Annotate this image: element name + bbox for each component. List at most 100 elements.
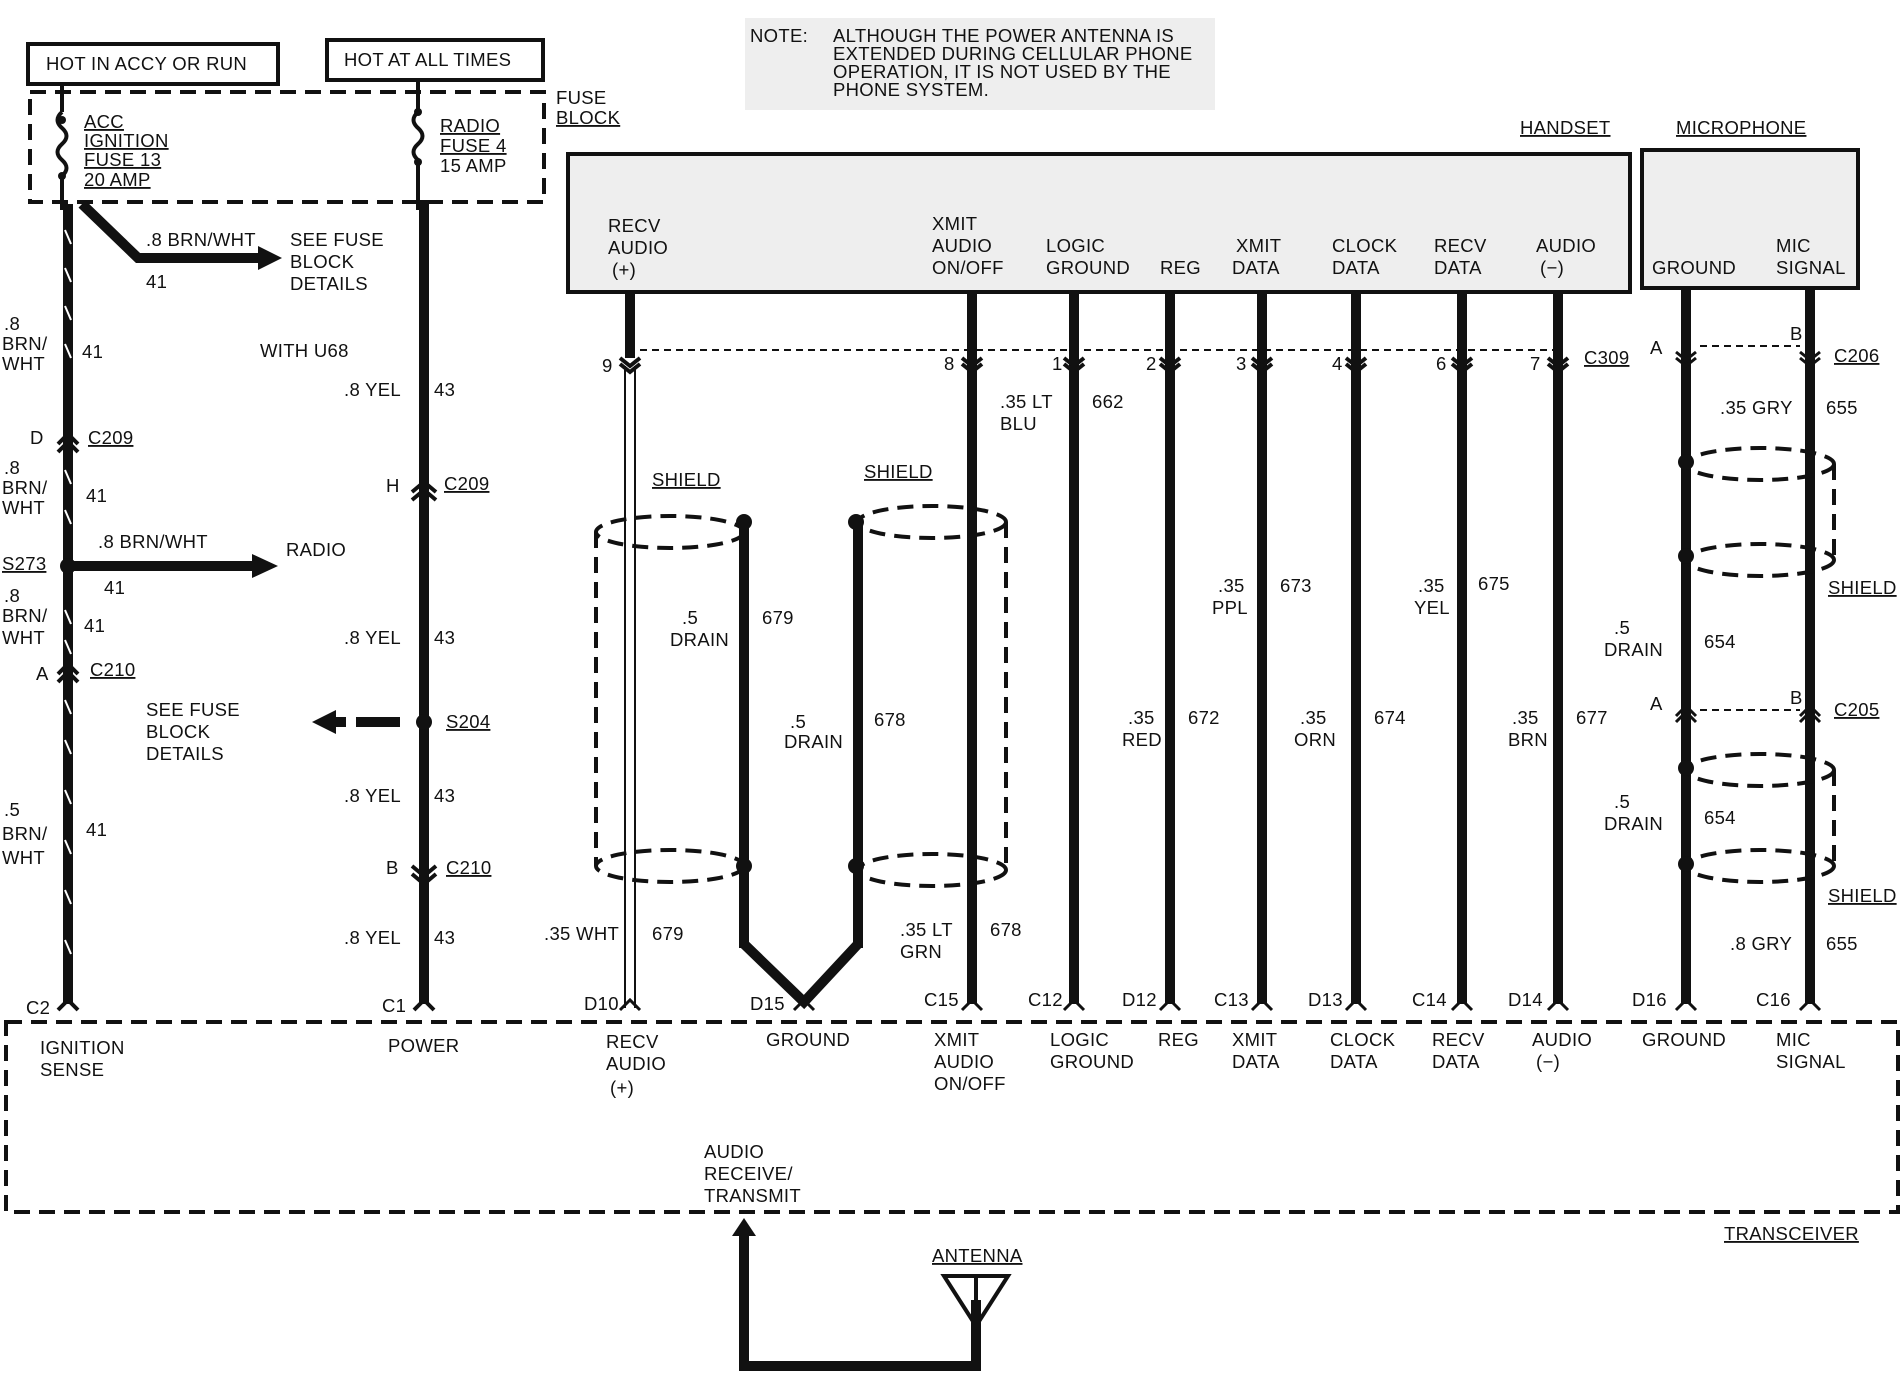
c309-pin-6: 6 bbox=[1436, 353, 1447, 374]
brn-wht-stripes bbox=[64, 229, 72, 955]
c209-ign-connector-icon bbox=[56, 431, 80, 454]
note-line-3: OPERATION, IT IS NOT USED BY THE bbox=[833, 61, 1171, 82]
conn-c16: C16 bbox=[1756, 989, 1791, 1010]
mic-drain-dot-1 bbox=[1678, 454, 1694, 470]
ign-ckt3: 41 bbox=[84, 615, 105, 636]
tr-rdata-a: RECV bbox=[1432, 1029, 1485, 1050]
tr-mgnd: GROUND bbox=[1642, 1029, 1726, 1050]
hs-pin1-a: RECV bbox=[608, 215, 661, 236]
tr-audio-a: AUDIO bbox=[1532, 1029, 1592, 1050]
see-fuse-2: BLOCK bbox=[290, 251, 355, 272]
ign-c209-pin: D bbox=[30, 427, 44, 448]
ign-c210-pin: A bbox=[36, 663, 49, 684]
s204-label: S204 bbox=[446, 711, 490, 732]
transceiver-title: TRANSCEIVER bbox=[1724, 1223, 1859, 1244]
shield-label-left: SHIELD bbox=[652, 469, 721, 490]
ign-ckt2: 41 bbox=[86, 485, 107, 506]
conn-d12: D12 bbox=[1122, 989, 1157, 1010]
antenna-wire bbox=[739, 1232, 981, 1371]
c205-pin-b: B bbox=[1790, 687, 1803, 708]
c2-pin-icon bbox=[56, 997, 80, 1012]
c309-label: C309 bbox=[1584, 347, 1629, 368]
c205-pin-a: A bbox=[1650, 693, 1663, 714]
fuse4-label-3: 15 AMP bbox=[440, 155, 507, 176]
hs-pin7-a: RECV bbox=[1434, 235, 1487, 256]
c309-pin-2: 2 bbox=[1146, 353, 1157, 374]
pwr-c209-pin: H bbox=[386, 475, 400, 496]
antenna-label: ANTENNA bbox=[932, 1245, 1023, 1266]
note-line-2: EXTENDED DURING CELLULAR PHONE bbox=[833, 43, 1193, 64]
tr-xmit-a: XMIT bbox=[934, 1029, 979, 1050]
tr-xmit-b: AUDIO bbox=[934, 1051, 994, 1072]
shield-label-right: SHIELD bbox=[864, 461, 933, 482]
tr-xmit-c: ON/OFF bbox=[934, 1073, 1006, 1094]
ignition-sense-1: IGNITION bbox=[40, 1037, 125, 1058]
mic-shield-label-1: SHIELD bbox=[1828, 577, 1897, 598]
ckt-674: 674 bbox=[1374, 707, 1406, 728]
ckt-673: 673 bbox=[1280, 575, 1312, 596]
orn-a: .35 bbox=[1300, 707, 1327, 728]
c309-pin-3: 3 bbox=[1236, 353, 1247, 374]
mic-ckt-655b: 655 bbox=[1826, 933, 1858, 954]
c1-label: C1 bbox=[382, 995, 406, 1016]
fuse13-label-1: ACC bbox=[84, 111, 124, 132]
hs-pin8-b: (−) bbox=[1540, 257, 1564, 278]
conn-c14: C14 bbox=[1412, 989, 1447, 1010]
branch-wire-label: .8 BRN/WHT bbox=[146, 229, 256, 250]
ckt-677: 677 bbox=[1576, 707, 1608, 728]
ckt-672: 672 bbox=[1188, 707, 1220, 728]
pwr-wire2: .8 YEL bbox=[344, 627, 401, 648]
radio-label: RADIO bbox=[286, 539, 346, 560]
conn-c15: C15 bbox=[924, 989, 959, 1010]
red-b: RED bbox=[1122, 729, 1162, 750]
c309-pin-1: 1 bbox=[1052, 353, 1063, 374]
hs-pin6-a: CLOCK bbox=[1332, 235, 1398, 256]
tr-xdata-a: XMIT bbox=[1232, 1029, 1277, 1050]
fuse4-label-2: FUSE 4 bbox=[440, 135, 507, 156]
mic-pin2-a: MIC bbox=[1776, 235, 1811, 256]
pwr-ckt1: 43 bbox=[434, 379, 455, 400]
yel-a: .35 bbox=[1418, 575, 1445, 596]
mic-ckt-654-1: 654 bbox=[1704, 631, 1736, 652]
mic-ckt-654-2: 654 bbox=[1704, 807, 1736, 828]
drain679-b: DRAIN bbox=[670, 629, 729, 650]
microphone-title: MICROPHONE bbox=[1676, 117, 1806, 138]
c206-pin-a: A bbox=[1650, 337, 1663, 358]
c206-pin-b: B bbox=[1790, 323, 1803, 344]
ltblu-a: .35 LT bbox=[1000, 391, 1053, 412]
audio-rt-3: TRANSMIT bbox=[704, 1185, 801, 1206]
c309-pin-8: 8 bbox=[944, 353, 955, 374]
pwr-see-fuse-3: DETAILS bbox=[146, 743, 224, 764]
hs-pin7-b: DATA bbox=[1434, 257, 1482, 278]
c1-pin-icon bbox=[412, 997, 436, 1012]
tr-clock-b: DATA bbox=[1330, 1051, 1378, 1072]
fuse-block-label-2: BLOCK bbox=[556, 107, 621, 128]
microphone-fill bbox=[1642, 152, 1858, 288]
hs-pin4-a: REG bbox=[1160, 257, 1201, 278]
ckt-679: 679 bbox=[762, 607, 794, 628]
c309-chevron-icons bbox=[618, 356, 1570, 375]
note: NOTE: ALTHOUGH THE POWER ANTENNA IS EXTE… bbox=[750, 25, 1193, 100]
ign-wire1-c: WHT bbox=[2, 353, 45, 374]
c205-label: C205 bbox=[1834, 699, 1879, 720]
c206-label: C206 bbox=[1834, 345, 1879, 366]
fuse13-label-3: FUSE 13 bbox=[84, 149, 161, 170]
audio-rt-1: AUDIO bbox=[704, 1141, 764, 1162]
wht-label: .35 WHT bbox=[544, 923, 619, 944]
ign-c209: C209 bbox=[88, 427, 133, 448]
drain678-a: .5 bbox=[790, 711, 806, 732]
pwr-c210: C210 bbox=[446, 857, 491, 878]
hot-all-times-label: HOT AT ALL TIMES bbox=[344, 49, 511, 70]
mic-drain1-a: .5 bbox=[1614, 617, 1630, 638]
s204-splice-icon bbox=[416, 714, 432, 730]
branch-ckt-label: 41 bbox=[146, 271, 167, 292]
c210-ign-connector-icon bbox=[56, 661, 80, 684]
brn-b: BRN bbox=[1508, 729, 1548, 750]
transceiver-pin-icons bbox=[618, 997, 1822, 1012]
conn-d10: D10 bbox=[584, 993, 619, 1014]
s273-label: S273 bbox=[2, 553, 46, 574]
fuse13-label-4: 20 AMP bbox=[84, 169, 151, 190]
c309-pin-7: 7 bbox=[1530, 353, 1541, 374]
radio-arrow-icon bbox=[252, 554, 278, 578]
tr-recv-a: RECV bbox=[606, 1031, 659, 1052]
